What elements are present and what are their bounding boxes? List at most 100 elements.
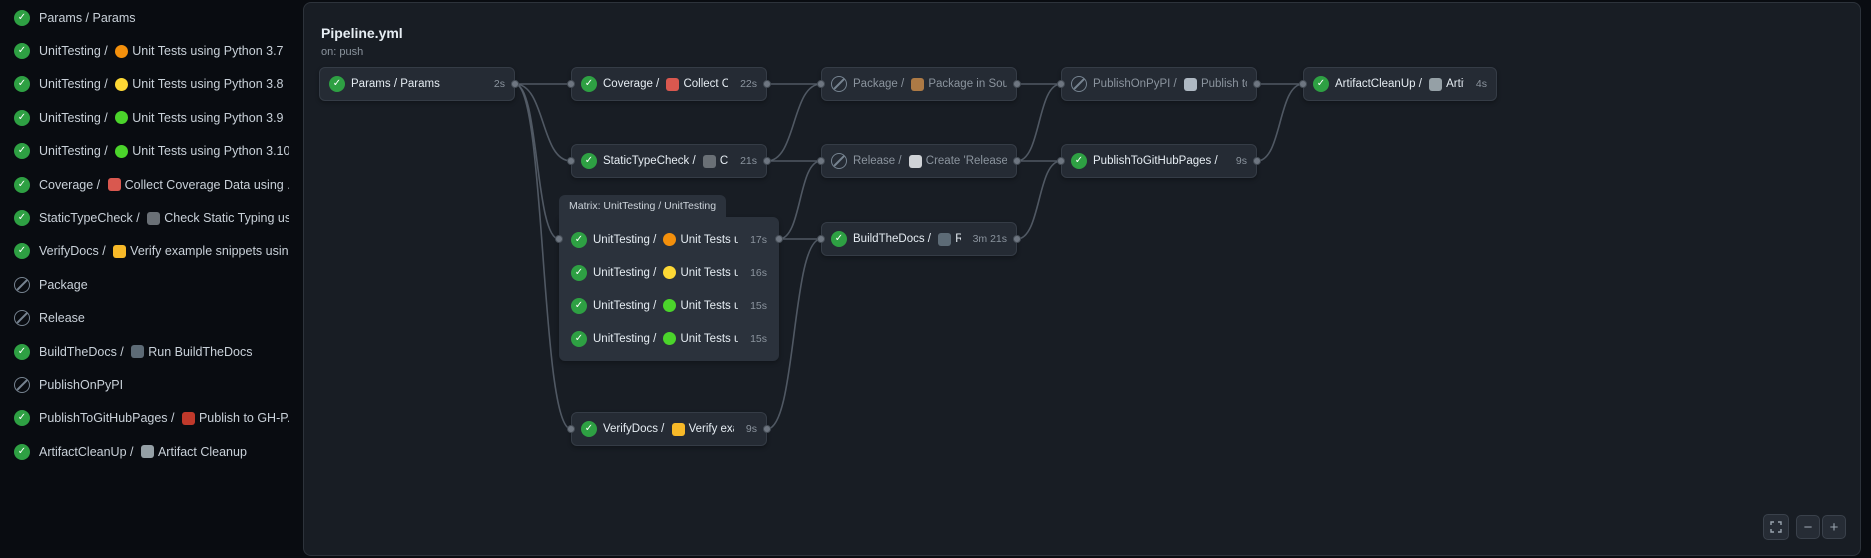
connection-dot bbox=[567, 80, 575, 88]
success-icon: ✓ bbox=[581, 421, 597, 437]
job-label: UnitTesting / Unit Tests u... bbox=[593, 299, 738, 312]
job-label: UnitTesting / Unit Tests using Python 3.… bbox=[39, 77, 284, 91]
job-label: Release / Create 'Release Pa... bbox=[853, 154, 1007, 168]
job-label: ArtifactCleanUp / Artifact Cleanup bbox=[39, 445, 247, 459]
sidebar-item-unittesting-py39[interactable]: ✓UnitTesting / Unit Tests using Python 3… bbox=[0, 101, 303, 134]
duration: 17s bbox=[750, 233, 767, 246]
label-text: BuildTheDocs / bbox=[853, 233, 935, 245]
label-text: PublishOnPyPI / bbox=[1093, 78, 1180, 90]
label-text: Package / bbox=[853, 78, 908, 90]
label-text: StaticTypeCheck / bbox=[39, 211, 144, 226]
sidebar-item-publishonpypi[interactable]: PublishOnPyPI bbox=[0, 368, 303, 401]
matrix-node-unittesting-py39[interactable]: ✓UnitTesting / Unit Tests u...15s bbox=[559, 289, 779, 322]
package-icon bbox=[911, 77, 925, 91]
label-text: Unit Tests u... bbox=[680, 233, 738, 246]
sidebar-item-publishtogithubpages[interactable]: ✓ PublishToGitHubPages / Publish to GH-P.… bbox=[0, 402, 303, 435]
graph-node-buildthedocs[interactable]: ✓BuildTheDocs / Run B...3m 21s bbox=[821, 222, 1017, 256]
graph-node-package[interactable]: Package / Package in Source... bbox=[821, 67, 1017, 101]
sidebar-item-params[interactable]: ✓Params / Params bbox=[0, 1, 303, 34]
success-icon: ✓ bbox=[14, 243, 30, 260]
label-text: Package in Source... bbox=[928, 78, 1007, 90]
sidebar-item-unittesting-py310[interactable]: ✓UnitTesting / Unit Tests using Python 3… bbox=[0, 135, 303, 168]
job-label: Coverage / Collect Cover... bbox=[603, 77, 728, 91]
graph-node-coverage[interactable]: ✓Coverage / Collect Cover...22s bbox=[571, 67, 767, 101]
success-icon: ✓ bbox=[14, 176, 30, 193]
connection-dot bbox=[817, 157, 825, 165]
duration: 15s bbox=[750, 332, 767, 345]
success-icon: ✓ bbox=[14, 76, 30, 93]
sidebar-item-unittesting-py38[interactable]: ✓ UnitTesting / Unit Tests using Python 3… bbox=[0, 68, 303, 101]
connection-dot bbox=[567, 425, 575, 433]
skipped-icon bbox=[14, 376, 30, 393]
job-label: ArtifactCleanUp / Artifact ... bbox=[1335, 77, 1464, 91]
skipped-icon bbox=[14, 276, 30, 293]
fullscreen-button[interactable] bbox=[1763, 514, 1789, 540]
graph-node-verifydocs[interactable]: ✓VerifyDocs / Verify exampl...9s bbox=[571, 412, 767, 446]
label-text: Unit Tests u... bbox=[680, 266, 738, 279]
duration: 15s bbox=[750, 299, 767, 312]
job-label: BuildTheDocs / Run BuildTheDocs bbox=[39, 345, 252, 359]
label-text: PublishToGitHubPages / bbox=[1093, 155, 1221, 167]
label-text: Unit Tests u... bbox=[680, 299, 738, 312]
sidebar-item-package[interactable]: Package bbox=[0, 268, 303, 301]
label-text: Run B... bbox=[955, 233, 960, 245]
matrix-node-unittesting-py310[interactable]: ✓UnitTesting / Unit Tests u...15s bbox=[559, 322, 779, 355]
sidebar-item-buildthedocs[interactable]: ✓BuildTheDocs / Run BuildTheDocs bbox=[0, 335, 303, 368]
connection-dot bbox=[1057, 80, 1065, 88]
sidebar-item-release[interactable]: Release bbox=[0, 302, 303, 335]
fullscreen-icon bbox=[1770, 521, 1782, 533]
label-text: UnitTesting / bbox=[593, 299, 660, 312]
job-label: UnitTesting / Unit Tests using Python 3.… bbox=[39, 111, 284, 125]
connection-dot bbox=[817, 80, 825, 88]
thumbs-up-icon bbox=[113, 244, 127, 258]
bar-chart-icon bbox=[107, 178, 121, 192]
bar-chart-icon bbox=[666, 77, 680, 91]
success-icon: ✓ bbox=[571, 231, 587, 248]
label-text: Coverage / bbox=[39, 177, 104, 192]
sidebar-item-statictypecheck[interactable]: ✓StaticTypeCheck / Check Static Typing u… bbox=[0, 201, 303, 234]
orange-circle-icon bbox=[115, 44, 129, 58]
books-icon bbox=[181, 411, 195, 425]
rocket-icon bbox=[1183, 77, 1197, 91]
connection-dot bbox=[763, 80, 771, 88]
graph-node-release[interactable]: Release / Create 'Release Pa... bbox=[821, 144, 1017, 178]
label-text: StaticTypeCheck / bbox=[603, 155, 699, 167]
connection-dot bbox=[775, 235, 783, 243]
label-text: Coverage / bbox=[603, 78, 663, 90]
matrix-node-unittesting-py38[interactable]: ✓UnitTesting / Unit Tests u...16s bbox=[559, 256, 779, 289]
graph-node-artifactcleanup[interactable]: ✓ArtifactCleanUp / Artifact ...4s bbox=[1303, 67, 1497, 101]
label-text: Collect Cover... bbox=[683, 78, 728, 90]
connection-dot bbox=[1253, 157, 1261, 165]
duration: 2s bbox=[493, 78, 505, 90]
label-text: Unit Tests using Python 3.9 bbox=[132, 110, 284, 125]
graph-node-publishonpypi[interactable]: PublishOnPyPI / Publish to P... bbox=[1061, 67, 1257, 101]
matrix-node-unittesting-py37[interactable]: ✓UnitTesting / Unit Tests u...17s bbox=[559, 223, 779, 256]
label-text: Artifact Cleanup bbox=[157, 444, 247, 459]
zoom-out-button[interactable]: − bbox=[1796, 515, 1820, 539]
sidebar-item-coverage[interactable]: ✓Coverage / Collect Coverage Data using … bbox=[0, 168, 303, 201]
graph-node-publishtogithubpages[interactable]: ✓PublishToGitHubPages / P...9s bbox=[1061, 144, 1257, 178]
sidebar-item-unittesting-py37[interactable]: ✓UnitTesting / Unit Tests using Python 3… bbox=[0, 34, 303, 67]
success-icon: ✓ bbox=[581, 153, 597, 169]
job-label: PublishToGitHubPages / Publish to GH-P..… bbox=[39, 411, 289, 425]
zoom-in-button[interactable]: + bbox=[1822, 515, 1846, 539]
sidebar-item-artifactcleanup[interactable]: ✓ArtifactCleanUp / Artifact Cleanup bbox=[0, 435, 303, 468]
green-circle-icon bbox=[115, 111, 129, 125]
success-icon: ✓ bbox=[581, 76, 597, 92]
success-icon: ✓ bbox=[14, 410, 30, 427]
workflow-trigger: on: push bbox=[321, 46, 364, 58]
job-label: Release bbox=[39, 311, 85, 325]
duration: 3m 21s bbox=[972, 233, 1007, 245]
connection-dot bbox=[763, 157, 771, 165]
sidebar-item-verifydocs[interactable]: ✓VerifyDocs / Verify example snippets us… bbox=[0, 235, 303, 268]
skipped-icon bbox=[1071, 76, 1087, 92]
job-sidebar: ✓Params / Params ✓ UnitTesting / Unit Test… bbox=[0, 0, 303, 558]
job-label: Package bbox=[39, 278, 88, 292]
job-label: PublishToGitHubPages / P... bbox=[1093, 155, 1224, 168]
graph-node-statictypecheck[interactable]: ✓StaticTypeCheck / Check ...21s bbox=[571, 144, 767, 178]
job-label: UnitTesting / Unit Tests using Python 3.… bbox=[39, 144, 289, 158]
label-text: Check Static Typing usi... bbox=[164, 211, 289, 226]
glasses-icon bbox=[147, 211, 161, 225]
